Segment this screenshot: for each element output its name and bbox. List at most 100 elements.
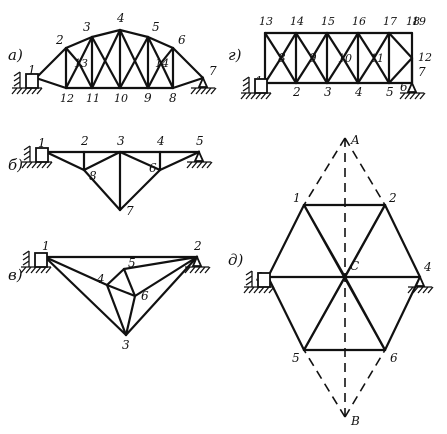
node-label: 4 xyxy=(156,134,165,148)
node-label: 8 xyxy=(278,51,286,65)
node-label: 11 xyxy=(370,52,384,65)
node-label: 7 xyxy=(209,64,217,78)
panel-label: б) xyxy=(8,156,23,174)
node-label: 2 xyxy=(80,134,89,148)
roller-support-d xyxy=(407,274,434,294)
member-6-7 xyxy=(171,46,205,80)
node-label: 9 xyxy=(144,91,152,105)
node-label: 14 xyxy=(155,57,169,70)
node-label: 5 xyxy=(292,351,300,365)
dashed-line-A-1 xyxy=(303,137,346,206)
member-8-7 xyxy=(171,76,205,90)
member-10-4 xyxy=(341,56,360,85)
node-label: B xyxy=(350,414,360,428)
roller-support-g xyxy=(399,80,426,100)
member-5-12 xyxy=(387,56,414,85)
member-6-3 xyxy=(124,294,137,337)
member-5-10 xyxy=(118,35,150,90)
node-label: 3 xyxy=(122,338,130,352)
panel-label: д) xyxy=(228,251,244,269)
member-3-10 xyxy=(325,56,345,85)
node-label: 5 xyxy=(128,256,136,270)
member-17-12 xyxy=(387,31,414,60)
member-11-17 xyxy=(372,31,391,60)
node-label: 4 xyxy=(354,85,363,99)
node-label: A xyxy=(350,133,360,147)
member-6-C xyxy=(343,275,387,352)
node-label: 2 xyxy=(292,85,301,99)
node-label: 7 xyxy=(418,65,426,79)
roller-support-a xyxy=(190,75,217,95)
member-3-2 xyxy=(124,255,199,337)
node-label: 1 xyxy=(293,191,301,205)
panel-label: в) xyxy=(8,266,23,284)
member-1-12 xyxy=(34,76,68,90)
node-label: 10 xyxy=(114,92,128,105)
member-10-16 xyxy=(341,31,360,60)
member-4-3 xyxy=(105,283,128,337)
node-label: 8 xyxy=(89,169,97,183)
fixed-support-v xyxy=(20,250,52,274)
member-3-4 xyxy=(90,28,122,39)
node-label: 12 xyxy=(60,92,74,105)
node-label: 3 xyxy=(324,85,332,99)
node-label: 4 xyxy=(423,260,432,274)
member-8-7 xyxy=(82,168,122,212)
member-14-8 xyxy=(159,61,175,90)
node-label: 5 xyxy=(386,85,394,99)
member-13-8 xyxy=(263,31,283,60)
truss-d: A123C456Bд) xyxy=(228,133,432,428)
roller-support-v xyxy=(184,254,211,274)
dashed-line-A-2 xyxy=(344,137,386,206)
member-9-3 xyxy=(310,56,329,85)
node-label: 9 xyxy=(309,51,317,65)
node-label: 4 xyxy=(96,272,105,286)
member-2-4 xyxy=(383,203,422,279)
member-11-5 xyxy=(372,56,391,85)
member-2-9 xyxy=(294,56,314,85)
node-label: 1 xyxy=(42,239,50,253)
node-label: 7 xyxy=(126,204,134,218)
member-6-5 xyxy=(158,150,201,172)
member-1-2 xyxy=(34,46,68,80)
dashed-line-B-6 xyxy=(344,349,386,418)
node-label: 12 xyxy=(418,51,432,64)
node-label: 6 xyxy=(149,161,157,175)
node-label: 2 xyxy=(388,191,397,205)
member-5-6 xyxy=(122,267,137,298)
member-4-11 xyxy=(90,28,122,90)
node-label: 11 xyxy=(86,92,100,105)
member-1-C xyxy=(302,203,347,279)
dashed-line-B-5 xyxy=(303,349,346,418)
node-label: 18 xyxy=(406,15,420,28)
node-label: 6 xyxy=(178,33,186,47)
member-15-10 xyxy=(325,31,345,60)
member-2-3 xyxy=(64,35,94,50)
node-label: 3 xyxy=(117,134,125,148)
member-6-2 xyxy=(133,255,199,298)
node-label: 14 xyxy=(290,15,304,28)
node-label: 17 xyxy=(383,15,397,28)
fixed-support-b xyxy=(21,145,53,169)
member-3-8 xyxy=(82,150,122,172)
member-3-13 xyxy=(77,35,94,65)
node-label: 1 xyxy=(38,136,46,150)
fixed-support-d xyxy=(243,270,275,294)
member-4-9 xyxy=(118,28,150,90)
node-label: 6 xyxy=(390,351,398,365)
node-label: 6 xyxy=(400,80,408,94)
node-label: 10 xyxy=(338,52,352,65)
member-5-14 xyxy=(146,35,163,65)
member-1-4 xyxy=(43,255,109,287)
member-3-5 xyxy=(266,275,306,352)
member-4-11 xyxy=(356,56,376,85)
fixed-support-a xyxy=(11,71,43,95)
member-2-13 xyxy=(64,46,81,65)
node-label: 19 xyxy=(412,15,426,28)
member-13-11 xyxy=(77,61,94,90)
node-label: 15 xyxy=(321,15,335,28)
node-label: 16 xyxy=(352,15,366,28)
